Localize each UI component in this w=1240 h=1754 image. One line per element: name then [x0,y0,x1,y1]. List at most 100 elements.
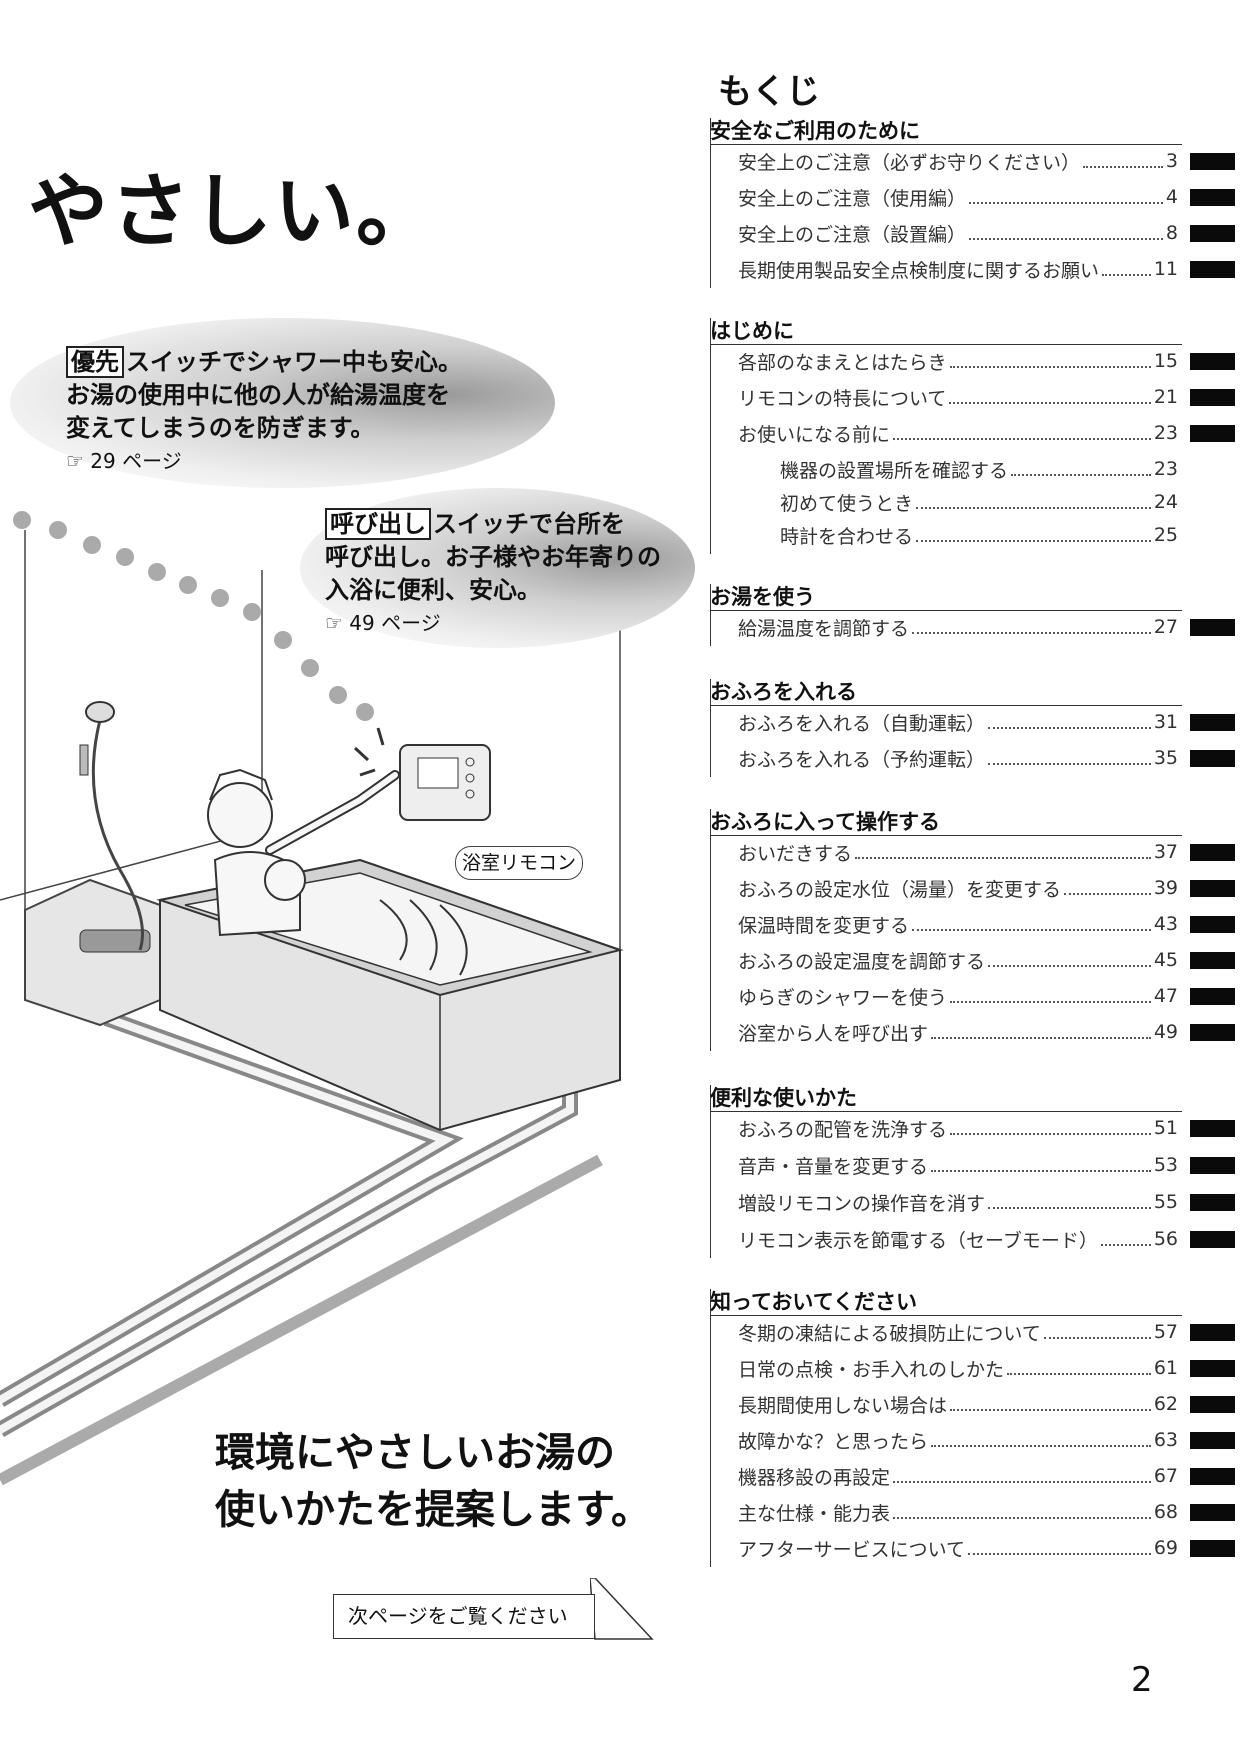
dot-leader [1043,1337,1151,1339]
dot-leader [988,1207,1151,1209]
thumb-index-tab [1190,425,1235,442]
slogan: 環境にやさしいお湯の 使いかたを提案します。 [215,1425,651,1539]
dot-leader [988,965,1151,967]
toc-entry[interactable]: 安全上のご注意（設置編）8 [738,218,1178,248]
slogan-line2: 使いかたを提案します。 [215,1487,651,1533]
dot-leader [1007,1373,1151,1375]
toc-entry-label: ゆらぎのシャワーを使う [738,986,948,1009]
toc-section-rule [710,118,711,288]
dot-leader [949,366,1151,368]
toc-entry[interactable]: アフターサービスについて 69 [738,1533,1178,1563]
callout-priority: 優先スイッチでシャワー中も安心。 お湯の使用中に他の人が給湯温度を 変えてしまう… [66,346,462,478]
toc-entry-page: 43 [1153,913,1178,935]
callout-1-line3: 変えてしまうのを防ぎます。 [66,414,375,442]
toc-entry-label: 機器の設置場所を確認する [780,459,1009,482]
toc-entry-label: 冬期の凍結による破損防止について [738,1322,1041,1345]
toc-entry-label: リモコンの特長について [738,387,947,410]
callout-2-line3: 入浴に便利、安心。 [325,576,541,604]
thumb-index-tab [1190,1120,1235,1137]
thumb-index-tab [1190,1157,1235,1174]
toc-entry-label: おふろを入れる（予約運転） [738,748,986,771]
headline: やさしい。 [28,165,438,258]
toc-entry[interactable]: 安全上のご注意（必ずお守りください）3 [738,146,1178,176]
toc-entry-label: 日常の点検・お手入れのしかた [738,1358,1005,1381]
thumb-index-tab [1190,389,1235,406]
toc-entry-page: 55 [1153,1191,1178,1213]
thumb-index-tab [1190,225,1235,242]
dot-leader [893,438,1151,440]
priority-key: 優先 [66,346,124,378]
toc-entry[interactable]: 各部のなまえとはたらき 15 [738,346,1178,376]
thumb-index-tab [1190,1360,1235,1377]
dot-leader [931,1170,1151,1172]
thumb-index-tab [1190,189,1235,206]
toc-entry-label: 音声・音量を変更する [738,1155,929,1178]
toc-section-heading: おふろに入って操作する [710,809,1182,836]
toc-section-heading: 便利な使いかた [710,1085,1182,1112]
callout-2-line1: スイッチで台所を [433,510,625,538]
toc-entry-page: 49 [1153,1021,1178,1043]
toc-entry[interactable]: おふろを入れる（予約運転） 35 [738,743,1178,773]
thumb-index-tab [1190,261,1235,278]
dot-leader [931,1445,1151,1447]
toc-entry[interactable]: 浴室から人を呼び出す 49 [738,1017,1178,1047]
toc-entry-label: おいだきする [738,842,853,865]
toc-entry-page: 35 [1153,747,1178,769]
toc-section-heading: おふろを入れる [710,679,1182,706]
dot-leader [969,238,1163,240]
toc-entry-label: 浴室から人を呼び出す [738,1022,929,1045]
toc-section-rule [710,584,711,646]
toc-entry-label: 各部のなまえとはたらき [738,351,947,374]
toc-entry-label: 長期間使用しない場合は [738,1394,948,1417]
signal-dots [13,511,374,721]
toc-entry-page: 15 [1153,350,1178,372]
toc-entry-page: 63 [1153,1429,1178,1451]
thumb-index-tab [1190,714,1235,731]
toc-entry-page: 69 [1153,1537,1178,1559]
thumb-index-tab [1190,1540,1235,1557]
toc-entry-label: 初めて使うとき [780,492,914,515]
toc-entry-page: 56 [1153,1228,1178,1250]
toc-entry-page: 51 [1153,1117,1178,1139]
slogan-line1: 環境にやさしいお湯の [215,1430,615,1476]
toc-entry-label: アフターサービスについて [738,1538,966,1561]
page-number: 2 [1131,1660,1153,1700]
remote-label: 浴室リモコン [455,846,583,880]
toc-entry[interactable]: 安全上のご注意（使用編）4 [738,182,1178,212]
dot-leader [950,1133,1151,1135]
toc-entry-label: 安全上のご注意（必ずお守りください） [738,151,1081,174]
toc-entry[interactable]: リモコン表示を節電する（セーブモード）56 [738,1224,1178,1254]
thumb-index-tab [1190,153,1235,170]
toc-entry-page: 39 [1153,877,1178,899]
toc-entry[interactable]: おふろを入れる（自動運転）31 [738,707,1178,737]
thumb-index-tab [1190,916,1235,933]
dot-leader [950,1409,1151,1411]
toc-entry-label: お使いになる前に [738,423,891,446]
toc-section-heading: 知っておいてください [710,1289,1182,1316]
dot-leader [912,632,1151,634]
toc-entry-page: 27 [1153,616,1178,638]
toc-entry-label: 長期使用製品安全点検制度に関するお願い [738,259,1100,282]
callout-call: 呼び出しスイッチで台所を 呼び出し。お子様やお年寄りの 入浴に便利、安心。 ☞ … [325,508,661,640]
